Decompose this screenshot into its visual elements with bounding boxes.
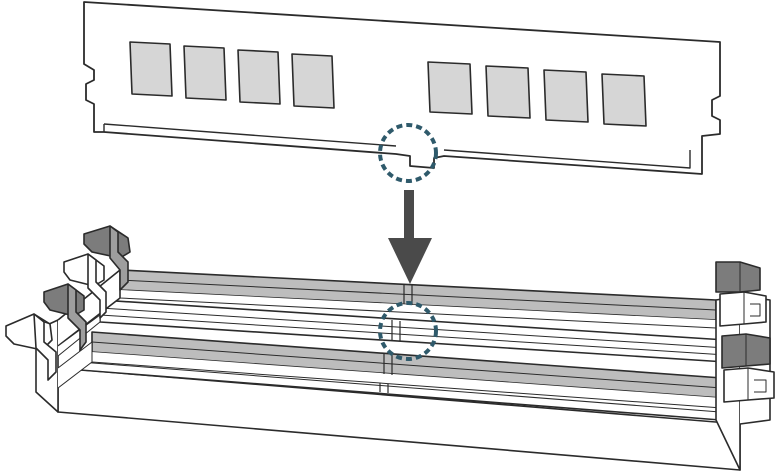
memory-chip bbox=[291, 53, 335, 109]
dashed-circle-icon bbox=[378, 123, 438, 183]
dimm-chips-left bbox=[129, 41, 335, 109]
latch-right-slot-3[interactable] bbox=[721, 333, 771, 369]
memory-chip bbox=[183, 45, 227, 101]
left-latches bbox=[5, 225, 131, 381]
latch-right-slot-2[interactable] bbox=[719, 291, 767, 327]
memory-chip bbox=[427, 61, 473, 115]
dashed-circle-icon bbox=[378, 301, 438, 361]
dimm-pcb bbox=[83, 1, 721, 175]
latch-right-slot-1[interactable] bbox=[715, 261, 761, 293]
memory-chip bbox=[237, 49, 281, 105]
down-arrow-icon bbox=[388, 190, 432, 284]
memory-chip bbox=[543, 69, 589, 123]
memory-chip bbox=[485, 65, 531, 119]
latch-right-slot-4[interactable] bbox=[723, 367, 775, 403]
latch-left-slot-2[interactable] bbox=[63, 253, 107, 319]
dimm-slot-bank bbox=[35, 269, 771, 471]
dimm-chips-right bbox=[427, 61, 647, 127]
memory-chip bbox=[129, 41, 173, 97]
latch-left-slot-4[interactable] bbox=[5, 313, 57, 381]
dimm-contact-strip bbox=[103, 123, 691, 169]
dimm-module[interactable] bbox=[83, 1, 721, 175]
memory-chip bbox=[601, 73, 647, 127]
right-latches bbox=[715, 261, 775, 403]
latch-left-slot-3[interactable] bbox=[43, 283, 87, 351]
latch-left-slot-1[interactable] bbox=[83, 225, 131, 291]
